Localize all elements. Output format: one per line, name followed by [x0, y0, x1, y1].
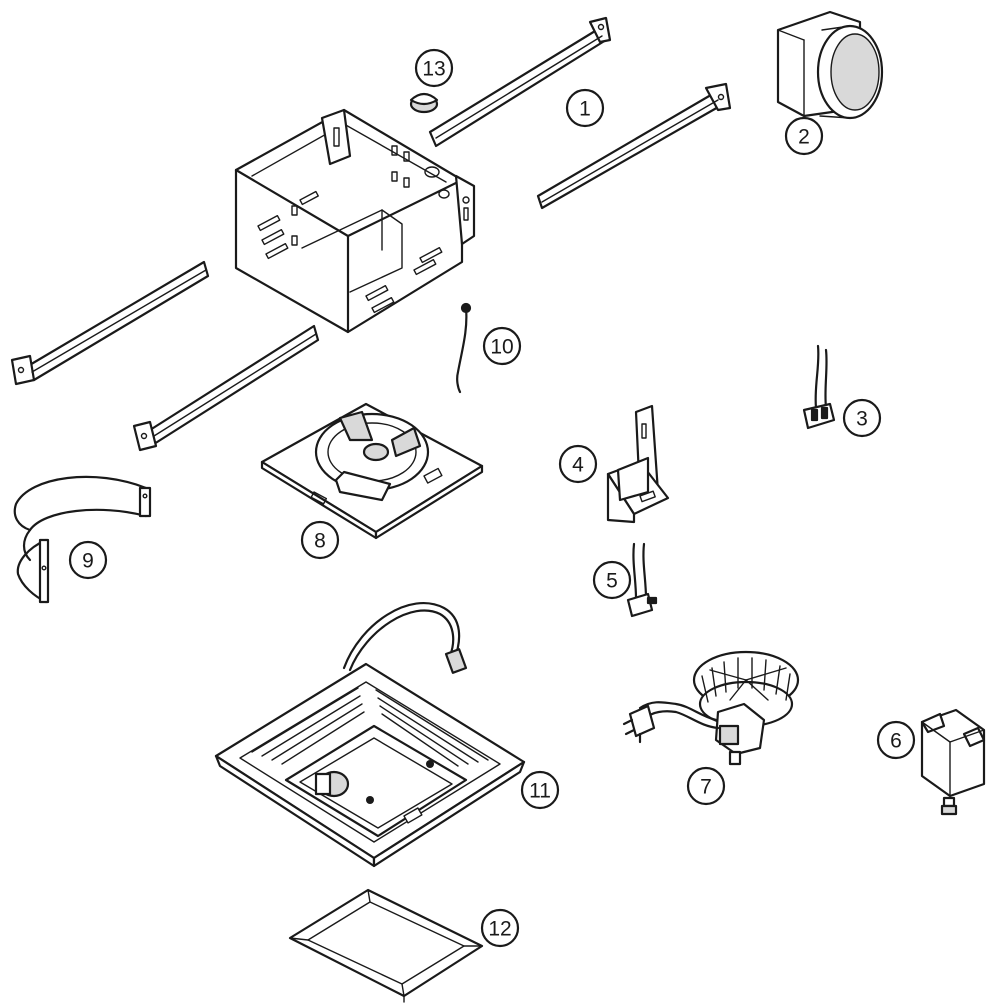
damper-halves [13, 475, 152, 604]
callout-7: 7 [686, 766, 726, 806]
wire-connector [626, 542, 658, 618]
mounting-bracket-mid [536, 82, 732, 210]
callout-2: 2 [784, 116, 824, 156]
callout-8: 8 [300, 520, 340, 560]
duct-connector [776, 10, 884, 120]
callout-10: 10 [482, 326, 522, 366]
callout-label-12: 12 [488, 918, 511, 941]
mounting-bracket-lower [132, 324, 320, 452]
callout-11: 11 [520, 770, 560, 810]
mounting-bracket-left [10, 260, 210, 386]
callout-4: 4 [558, 444, 598, 484]
callout-label-10: 10 [490, 336, 513, 359]
grille-trim-ring [288, 888, 484, 1003]
callout-label-11: 11 [529, 780, 551, 803]
callout-label-3: 3 [856, 408, 868, 431]
callout-12: 12 [480, 908, 520, 948]
plug [409, 92, 439, 114]
power-receptacle [802, 344, 836, 430]
callout-label-1: 1 [579, 98, 591, 121]
callout-13: 13 [414, 48, 454, 88]
mounting-bracket-top [428, 16, 612, 148]
callout-9: 9 [68, 540, 108, 580]
callout-label-9: 9 [82, 550, 94, 573]
callout-5: 5 [592, 560, 632, 600]
fan-housing [234, 108, 476, 334]
callout-6: 6 [876, 720, 916, 760]
callout-label-6: 6 [890, 730, 902, 753]
callout-label-7: 7 [700, 776, 712, 799]
motor-mounting-plate [260, 402, 484, 540]
callout-label-5: 5 [606, 570, 618, 593]
cover-plate [920, 708, 986, 816]
motor-blower-assembly [622, 650, 800, 766]
ground-wire [456, 302, 472, 394]
callout-3: 3 [842, 398, 882, 438]
grille-assembly [214, 602, 526, 868]
callout-label-13: 13 [422, 58, 445, 81]
callout-label-4: 4 [572, 454, 584, 477]
receptacle-bracket [606, 404, 670, 524]
callout-1: 1 [565, 88, 605, 128]
callout-label-8: 8 [314, 530, 326, 553]
callout-label-2: 2 [798, 126, 810, 149]
